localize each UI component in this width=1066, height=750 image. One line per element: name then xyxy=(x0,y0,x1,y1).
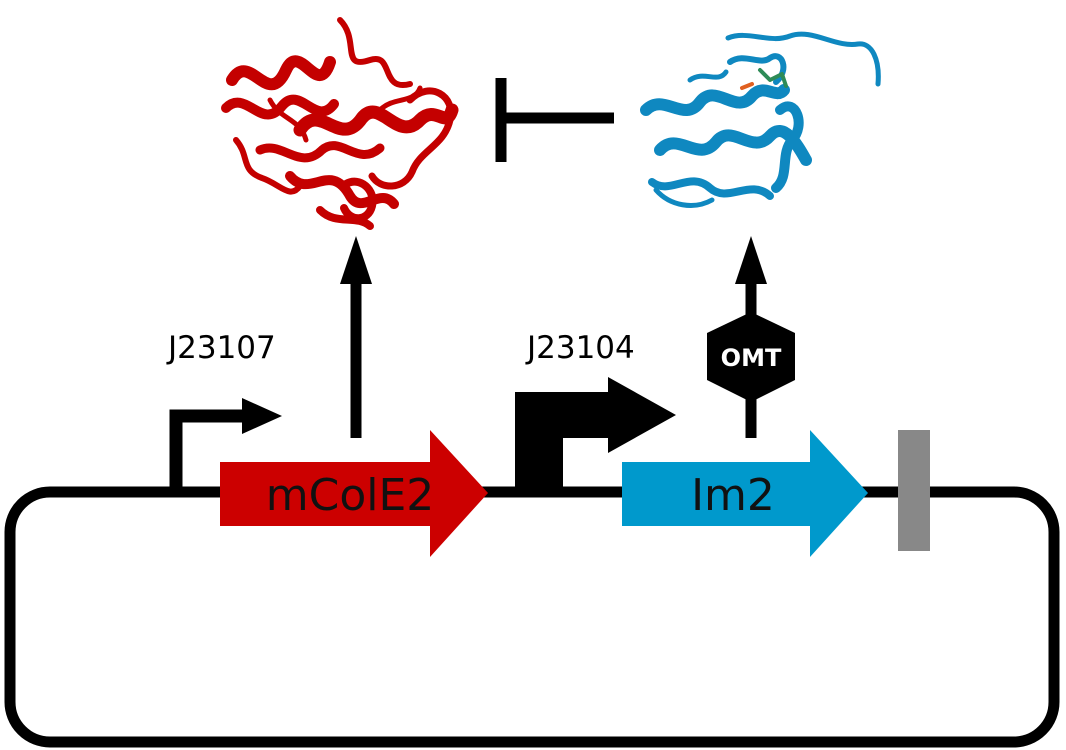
gene-mcole2-arrow xyxy=(220,430,488,557)
promoter-j23104-arrow-icon xyxy=(515,377,676,492)
promoter-j23107-label: J23107 xyxy=(166,330,276,366)
gene-mcole2: mColE2 xyxy=(220,430,488,557)
omt-hexagon: OMT xyxy=(707,312,795,402)
promoter-j23104-label: J23104 xyxy=(525,330,635,366)
omt-hexagon-shape xyxy=(707,312,795,402)
blue-ribbon-protein-structure-icon xyxy=(640,31,881,208)
plasmid-backbone xyxy=(4,486,1060,748)
expression-arrowhead-im2-icon xyxy=(735,236,767,284)
expression-arrowhead-mcole2-icon xyxy=(340,236,372,284)
promoter-j23107-arrow-icon xyxy=(169,409,248,492)
inhibition-symbol xyxy=(495,78,614,162)
gene-im2: Im2 xyxy=(622,430,868,557)
gene-im2-label: Im2 xyxy=(691,470,775,521)
promoter-j23107: J23107 xyxy=(166,330,282,492)
gene-mcole2-label: mColE2 xyxy=(266,470,435,521)
promoter-j23107-arrowhead-icon xyxy=(242,398,282,434)
red-ribbon-protein-structure-icon xyxy=(221,17,459,230)
promoter-j23104: J23104 xyxy=(515,330,676,492)
omt-label: OMT xyxy=(721,344,782,372)
terminator xyxy=(898,430,930,551)
gene-im2-arrow xyxy=(622,430,868,557)
expression-arrow-mcole2 xyxy=(340,236,372,438)
